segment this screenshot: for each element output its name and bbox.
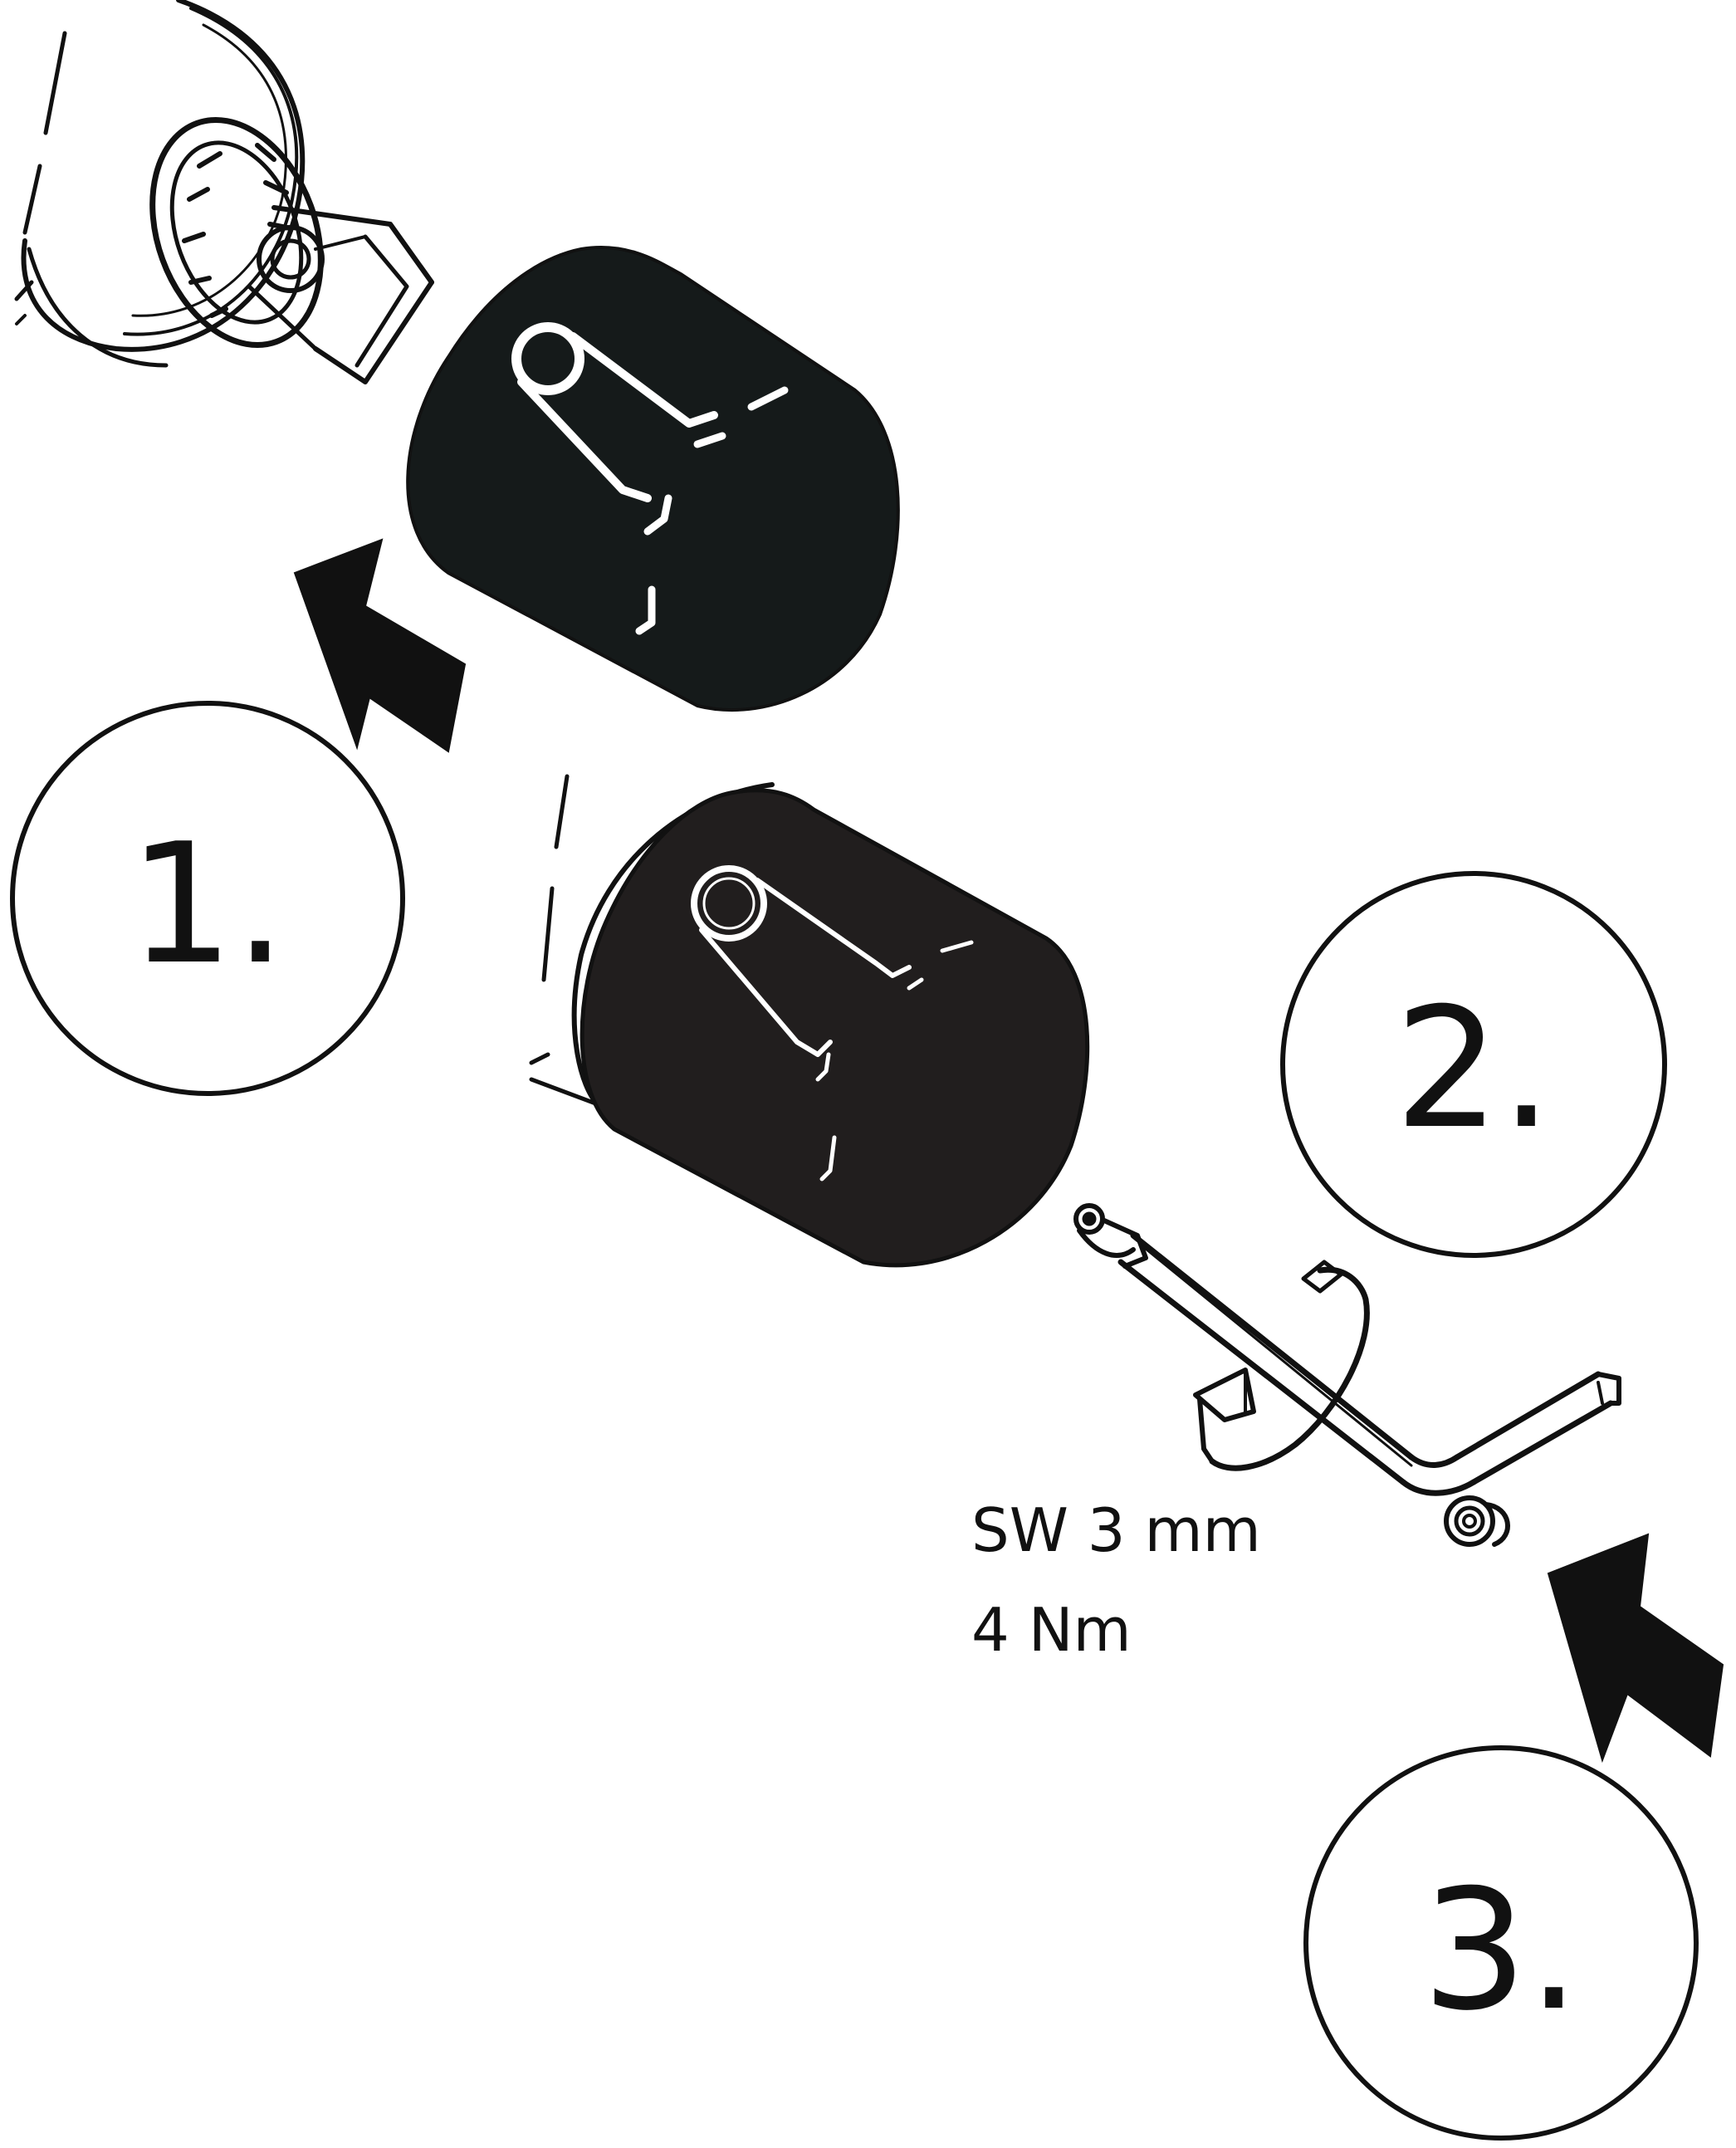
hex-key-icon <box>1073 1203 1621 1496</box>
step-2-marker: 2. <box>1280 871 1667 1258</box>
rotate-arrow-icon <box>1193 1260 1370 1471</box>
wrench-size-label: SW 3 mm <box>971 1495 1261 1565</box>
valve-body-illustration <box>14 0 434 384</box>
set-screw-icon <box>1444 1495 1510 1547</box>
mounted-knob-illustration <box>529 774 1090 1268</box>
step-1-marker: 1. <box>10 701 405 1096</box>
step-2-label: 2. <box>1395 972 1553 1166</box>
handle-knob-icon <box>406 246 900 712</box>
spec-block: SW 3 mm 4 Nm <box>971 1495 1261 1665</box>
torque-label: 4 Nm <box>971 1595 1132 1665</box>
step-3-marker: 3. <box>1303 1745 1699 2141</box>
step-1-label: 1. <box>129 808 287 1001</box>
push-arrow-icon <box>1547 1533 1724 1764</box>
push-arrow-icon <box>293 538 467 753</box>
step-3-label: 3. <box>1422 1854 1581 2048</box>
